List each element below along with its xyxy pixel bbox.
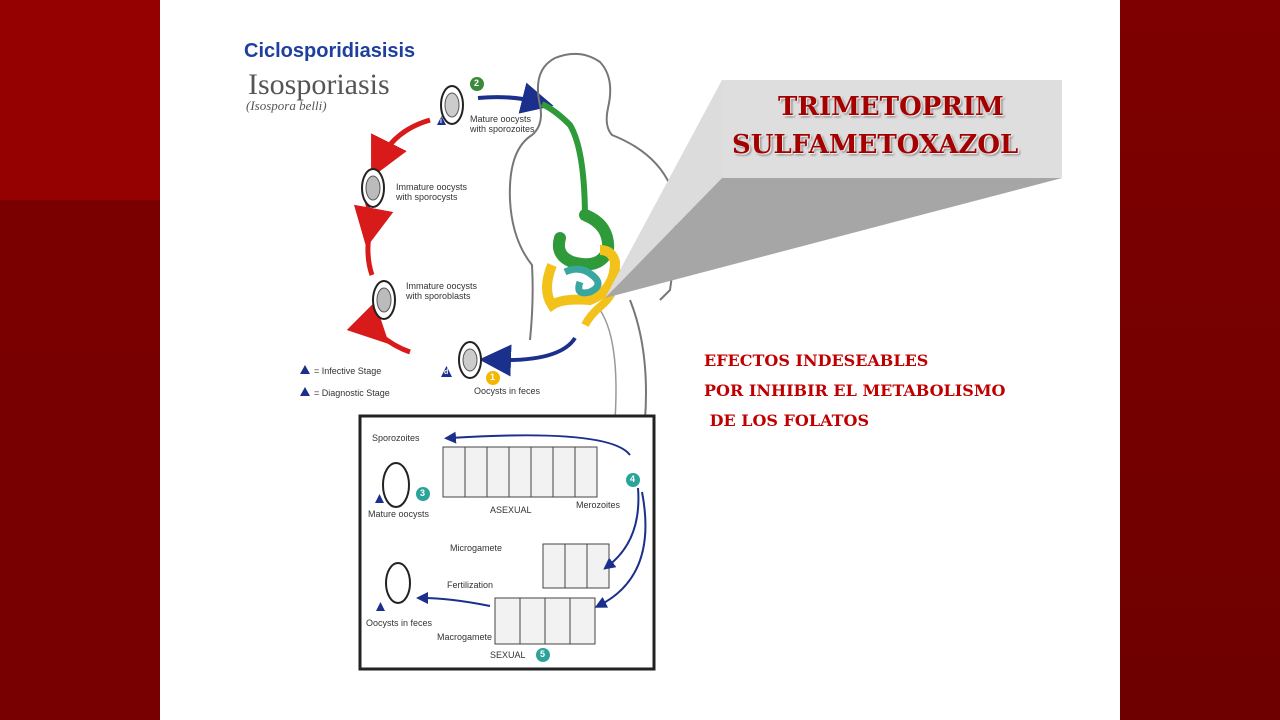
oocyst-sporocysts [361,168,385,208]
box-marker-feces [376,602,385,611]
label-oocysts-feces: Oocysts in feces [474,386,541,396]
sexual-cell-row-upper [542,543,610,589]
step-number-3: 3 [420,488,426,498]
diagnostic-marker-letter: d [444,369,449,376]
diagram-subtitle: (Isospora belli) [246,98,327,113]
feces-oocyst-box [385,562,411,604]
blue-arrow-box-left [416,592,491,607]
effects-line-3: DE LOS FOLATOS [704,411,870,430]
step-number-4: 4 [630,474,636,484]
effects-text: EFECTOS INDESEABLES POR INHIBIR EL METAB… [704,346,1005,436]
step-number-5: 5 [540,649,546,659]
label-merozoites: Merozoites [576,500,621,510]
blue-arrow-box-right [603,487,640,570]
drug-box-bg [722,80,1062,178]
label-microgamete: Microgamete [450,543,503,553]
sexual-cell-row-lower [494,597,596,645]
label-sporozoites: Sporozoites [372,433,420,443]
effects-line-2: POR INHIBIR EL METABOLISMO [704,381,1006,400]
label-oocysts-feces-box: Oocysts in feces [366,618,433,628]
label-asexual: ASEXUAL [490,505,532,515]
label-immature-sporocysts: Immature oocysts with sporocysts [396,182,468,202]
diagram-title: Isosporiasis [248,68,390,101]
infective-marker-letter: i [440,118,442,125]
blue-arrow-box-top [444,431,631,456]
mature-oocyst-box [382,462,410,508]
background-left-band [0,0,160,200]
drug-name-line-1: TRIMETOPRIM [778,92,1004,122]
step-badge-3 [416,487,430,501]
red-arrow-left-upper [353,204,394,276]
step-badge-4 [626,473,640,487]
legend-diagnostic-marker [300,387,310,396]
label-sexual: SEXUAL [490,650,526,660]
esophagus [540,101,588,221]
step-badge-1 [486,371,500,385]
step-badge-5 [536,648,550,662]
callout-bottom-face [605,178,1062,298]
drug-name-line-2: SULFAMETOXAZOL [732,130,1019,160]
step-number-2: 2 [474,78,480,88]
stomach [552,209,615,271]
legend-infective-marker [300,365,310,374]
blue-arrow-to-mouth [477,82,554,114]
label-fertilization: Fertilization [447,580,494,590]
background-right-panel [1120,0,1280,720]
asexual-cell-row [442,446,598,498]
box-marker-mature [375,494,384,503]
small-intestine [563,265,602,297]
label-mature-oocysts: Mature oocysts with sporozoites [470,114,535,134]
oocyst-mature [440,85,464,125]
lifecycle-diagram [300,52,1062,671]
colon-descending [581,261,621,327]
label-mature-oocysts-box: Mature oocysts [368,509,430,519]
legend-infective: = Infective Stage [314,366,382,376]
red-arrow-left-lower [346,301,411,355]
blue-arrow-box-right2 [594,491,647,608]
large-intestine [542,245,621,313]
step-badge-2 [470,77,484,91]
effects-line-1: EFECTOS INDESEABLES [704,351,929,370]
step-number-1: 1 [490,372,496,382]
blue-arrow-to-feces [479,336,577,377]
legend-diagnostic: = Diagnostic Stage [314,388,390,398]
callout-left-face [605,80,722,298]
oocyst-sporoblasts [372,280,396,320]
slide-title: Ciclosporidiasisis [244,40,416,62]
label-macrogamete: Macrogamete [437,632,493,642]
label-immature-sporoblasts: Immature oocysts with sporoblasts [406,281,478,301]
infective-marker-top [437,116,446,125]
oocyst-feces [458,341,482,379]
diagnostic-marker-feces [441,366,452,377]
red-arrow-top [371,117,431,178]
slide-canvas: Ciclosporidiasisis Isosporiasis (Isospor… [160,0,1120,720]
